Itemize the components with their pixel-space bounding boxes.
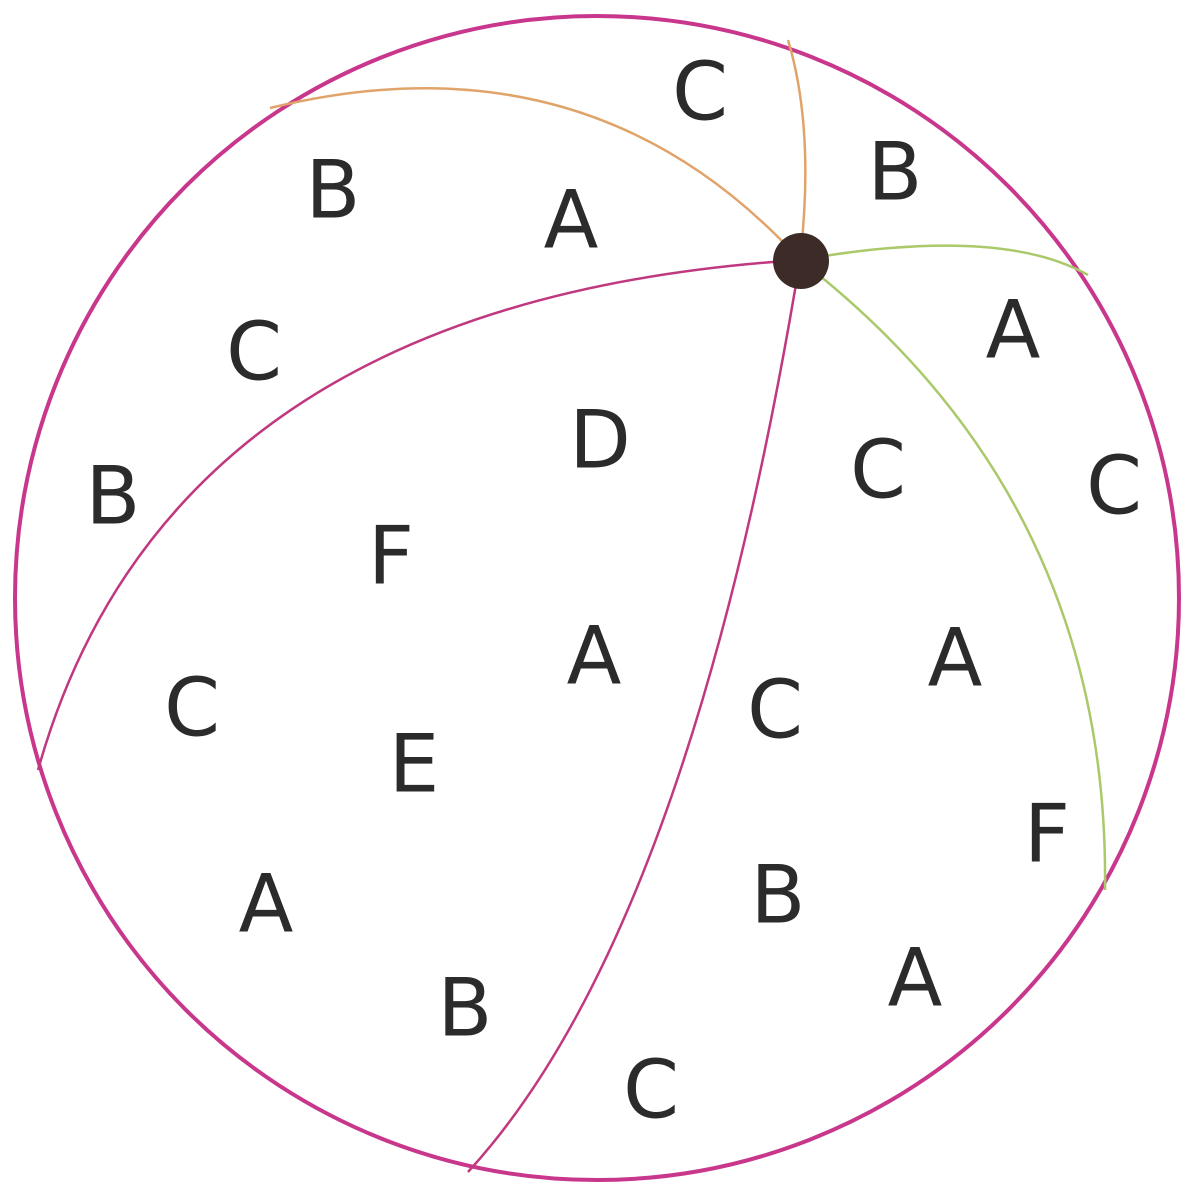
letter-c-far-right: C xyxy=(1086,440,1142,533)
letter-f-far-right: F xyxy=(1024,788,1070,881)
letter-e-lower-left: E xyxy=(389,718,440,811)
letter-c-center-right: C xyxy=(747,664,803,757)
letter-c-left-upper: C xyxy=(226,306,282,399)
seam-right-upper xyxy=(800,246,1088,275)
letter-b-upper-left: B xyxy=(306,144,361,237)
seam-left-long xyxy=(38,260,800,770)
letter-a-upper-mid: A xyxy=(544,174,599,267)
letter-c-bottom: C xyxy=(623,1044,679,1137)
letter-c-left-lower: C xyxy=(164,662,220,755)
seam-top-vertical xyxy=(788,40,805,260)
letter-f-left-mid: F xyxy=(368,510,414,603)
letter-d-center: D xyxy=(569,394,631,487)
letter-c-top: C xyxy=(672,46,728,139)
hub-dot xyxy=(773,233,829,289)
letter-a-bottom-right: A xyxy=(888,932,943,1025)
letter-b-bottom-left: B xyxy=(438,962,493,1055)
letter-b-top-right: B xyxy=(868,126,923,219)
letter-b-far-left: B xyxy=(86,450,141,543)
letter-a-center: A xyxy=(567,610,622,703)
letter-c-right-mid: C xyxy=(850,424,906,517)
letter-a-lower-left: A xyxy=(239,858,294,951)
letter-b-lower-right: B xyxy=(751,849,806,942)
letter-a-right-lower: A xyxy=(928,612,983,705)
letter-a-right-upper: A xyxy=(986,284,1041,377)
